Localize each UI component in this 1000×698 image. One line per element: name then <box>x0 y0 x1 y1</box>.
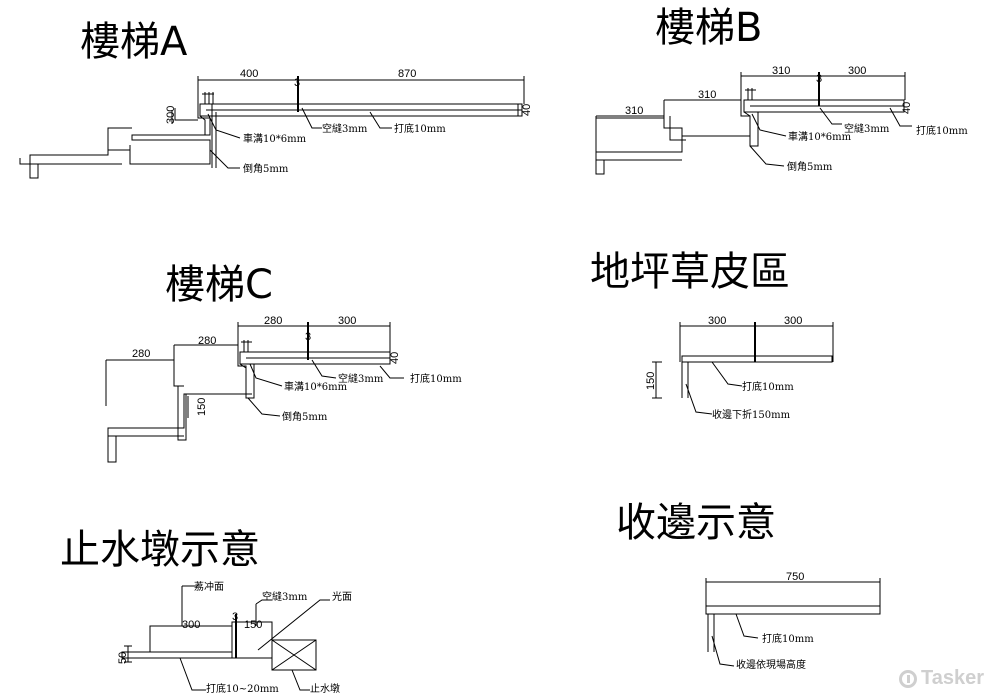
stair-b-note-groove: 車溝10*6mm <box>788 130 852 143</box>
edge-drawing <box>706 578 880 666</box>
stair-b-drawing <box>596 72 912 174</box>
water-stop-note-base: 打底10~20mm <box>206 682 279 695</box>
stair-c-dim-300: 300 <box>338 315 356 327</box>
stair-c-dim-150: 150 <box>196 398 208 416</box>
stair-a-dim-870: 870 <box>398 68 416 80</box>
stair-a-note-gap: 空縫3mm <box>322 122 368 135</box>
stair-a-note-base: 打底10mm <box>394 122 446 135</box>
title-edge: 收邊示意 <box>616 500 776 546</box>
stair-b-dim-40: 40 <box>901 102 913 114</box>
edge-note-height: 收邊依現場高度 <box>736 658 806 671</box>
edge-note-base: 打底10mm <box>762 632 814 645</box>
watermark: Tasker <box>898 667 984 690</box>
stair-b-dim-310-top: 310 <box>772 65 790 77</box>
title-stair-c: 樓梯C <box>165 262 273 308</box>
stair-b-dim-3: 3 <box>816 73 822 85</box>
stair-b-dim-310-mid: 310 <box>698 89 716 101</box>
lawn-note-edge: 收邊下折150mm <box>712 408 791 421</box>
stair-a-dim-3: 3 <box>294 77 300 89</box>
water-stop-note-gap: 空縫3mm <box>262 590 308 603</box>
stair-a-dim-400: 400 <box>240 68 258 80</box>
stair-a-note-chamfer: 倒角5mm <box>243 163 289 175</box>
stair-a-dim-300: 300 <box>165 106 177 124</box>
water-stop-dim-150: 150 <box>244 619 262 631</box>
watermark-text: Tasker <box>920 667 984 689</box>
stair-c-note-gap: 空縫3mm <box>338 372 384 385</box>
stair-a-dim-40: 40 <box>521 104 533 116</box>
water-stop-drawing <box>122 586 330 690</box>
title-stair-a: 樓梯A <box>80 19 188 65</box>
tasker-logo-icon <box>898 669 917 688</box>
water-stop-dim-300: 300 <box>182 619 200 631</box>
lawn-dim-150: 150 <box>645 372 657 390</box>
water-stop-note-rough: 荔冲面 <box>194 580 224 593</box>
title-lawn: 地坪草皮區 <box>590 249 790 295</box>
stair-c-dim-40: 40 <box>389 352 401 364</box>
lawn-dim-300-right: 300 <box>784 315 802 327</box>
lawn-drawing <box>652 322 833 414</box>
stair-a-note-groove: 車溝10*6mm <box>243 132 307 145</box>
stair-c-dim-280-top: 280 <box>264 315 282 327</box>
stair-b-note-chamfer: 倒角5mm <box>787 161 833 173</box>
stair-c-dim-280-left: 280 <box>132 348 150 360</box>
stair-c-dim-3: 3 <box>305 331 311 343</box>
water-stop-note-smooth: 光面 <box>332 590 352 603</box>
stair-b-note-base: 打底10mm <box>916 124 968 137</box>
stair-c-note-base: 打底10mm <box>410 372 462 385</box>
water-stop-dim-3: 3 <box>232 611 238 623</box>
stair-c-drawing <box>106 322 404 462</box>
water-stop-note-curb: 止水墩 <box>310 682 340 695</box>
stair-c-note-groove: 車溝10*6mm <box>284 380 348 393</box>
lawn-dim-300-left: 300 <box>708 315 726 327</box>
stair-b-dim-300: 300 <box>848 65 866 77</box>
stair-b-note-gap: 空縫3mm <box>844 122 890 135</box>
title-water-stop: 止水墩示意 <box>60 527 260 573</box>
title-stair-b: 樓梯B <box>655 5 763 51</box>
edge-dim-750: 750 <box>786 571 804 583</box>
stair-c-dim-280-mid: 280 <box>198 335 216 347</box>
lawn-note-base: 打底10mm <box>742 380 794 393</box>
stair-c-note-chamfer: 倒角5mm <box>282 411 328 423</box>
stair-a-drawing <box>20 76 524 178</box>
stair-b-dim-310-left: 310 <box>625 105 643 117</box>
water-stop-dim-50: 50 <box>117 652 129 664</box>
